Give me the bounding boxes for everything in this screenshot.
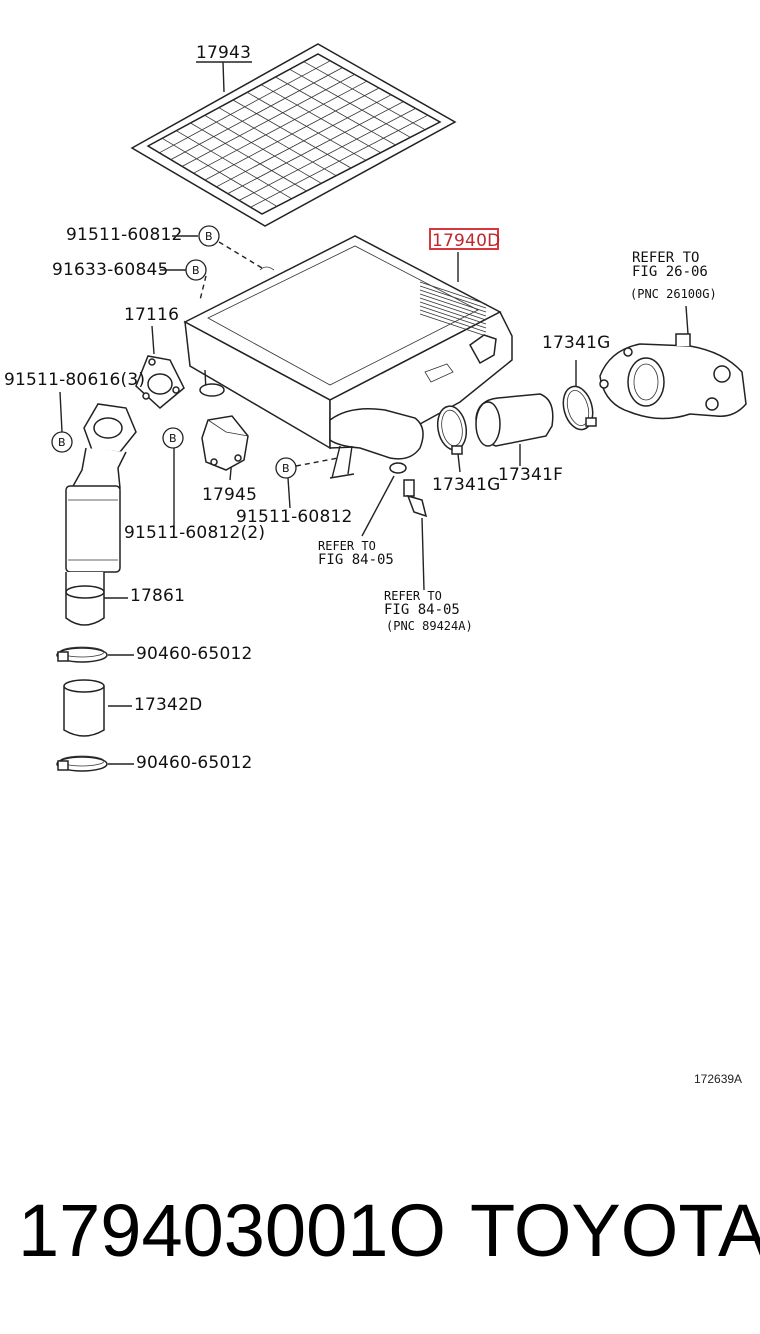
grille-mesh-line (239, 108, 416, 201)
clamp-right-right[interactable] (559, 383, 597, 433)
gasket-part[interactable] (135, 355, 185, 409)
label-bracket: 17945 (202, 485, 257, 505)
hose-lower-part[interactable] (63, 679, 105, 737)
label-bolt-top: 91511-60812 (66, 225, 183, 245)
core-fin-line (419, 309, 487, 333)
refer-throttle-line2: FIG 26-06 (632, 264, 708, 280)
label-hose-right: 17341F (498, 465, 563, 485)
grille-mesh-line (170, 67, 343, 160)
part-number: 179403001O (18, 1189, 446, 1272)
figure-code: 172639A (694, 1072, 742, 1086)
hose-right-part[interactable] (475, 393, 554, 447)
label-clamp-right-top: 17341G (542, 333, 610, 353)
label-grille: 17943 (196, 43, 251, 63)
label-clamp-2: 90460-65012 (136, 753, 253, 773)
label-clamp-1: 90460-65012 (136, 644, 253, 664)
label-hose-lower: 17342D (134, 695, 202, 715)
label-clamp-right-bottom: 17341G (432, 475, 500, 495)
refer-sensor-line3: (PNC 89424A) (386, 619, 473, 633)
clamp-right-left[interactable] (434, 404, 469, 455)
clamp-1-part[interactable] (56, 646, 108, 663)
label-pipe: 17861 (130, 586, 185, 606)
refer-throttle-line1: REFER TO (632, 250, 699, 266)
bolt-marker-5[interactable]: B (275, 457, 297, 479)
label-stud-bolt: 91511-80616(3) (4, 370, 145, 390)
oring-part[interactable] (389, 462, 407, 474)
refer-oring-line1: REFER TO (318, 539, 376, 553)
core-fin-line (419, 297, 487, 321)
bracket-part[interactable] (201, 415, 249, 471)
bolt-marker-1[interactable]: B (198, 225, 220, 247)
refer-throttle-line3: (PNC 26100G) (630, 287, 717, 301)
svg-text:B: B (58, 436, 66, 449)
grille-part[interactable] (130, 43, 457, 227)
bolt-marker-4[interactable]: B (162, 427, 184, 449)
grille-mesh-line (216, 94, 392, 188)
core-fin-line (419, 281, 487, 305)
svg-text:B: B (282, 462, 290, 475)
clamp-2-part[interactable] (56, 755, 108, 772)
refer-oring-line2: FIG 84-05 (318, 552, 394, 568)
core-fin-line (419, 289, 487, 313)
core-fin-line (419, 305, 487, 329)
refer-sensor-line1: REFER TO (384, 589, 442, 603)
core-fin-line (419, 293, 487, 317)
refer-sensor-line2: FIG 84-05 (384, 602, 460, 618)
core-fin-line (419, 301, 487, 325)
core-fin-line (419, 285, 487, 309)
throttle-body-part[interactable] (599, 333, 747, 420)
label-intercooler[interactable]: 17940D (432, 231, 500, 251)
bolt-marker-3[interactable]: B (51, 431, 73, 453)
pipe-part[interactable] (65, 403, 137, 626)
highlight-box (429, 228, 499, 250)
grille-mesh-line (193, 80, 367, 174)
label-nut: 91633-60845 (52, 260, 169, 280)
intercooler-part[interactable] (183, 235, 513, 479)
svg-text:B: B (205, 230, 213, 243)
grille-mesh-line (182, 74, 355, 167)
brand-name: TOYOTA (470, 1189, 760, 1272)
sensor-part[interactable] (403, 479, 428, 518)
label-gasket: 17116 (124, 305, 179, 325)
grille-mesh-line (204, 87, 380, 181)
grille-mesh-line (227, 101, 404, 194)
grille-mesh-line (250, 114, 428, 208)
label-bolt-bracket: 91511-60812(2) (124, 523, 265, 543)
svg-text:B: B (192, 264, 200, 277)
core-fin-line (419, 313, 487, 337)
svg-text:B: B (169, 432, 177, 445)
grille-mesh-line (159, 60, 331, 154)
bolt-marker-2[interactable]: B (185, 259, 207, 281)
label-bolt-lower: 91511-60812 (236, 507, 353, 527)
